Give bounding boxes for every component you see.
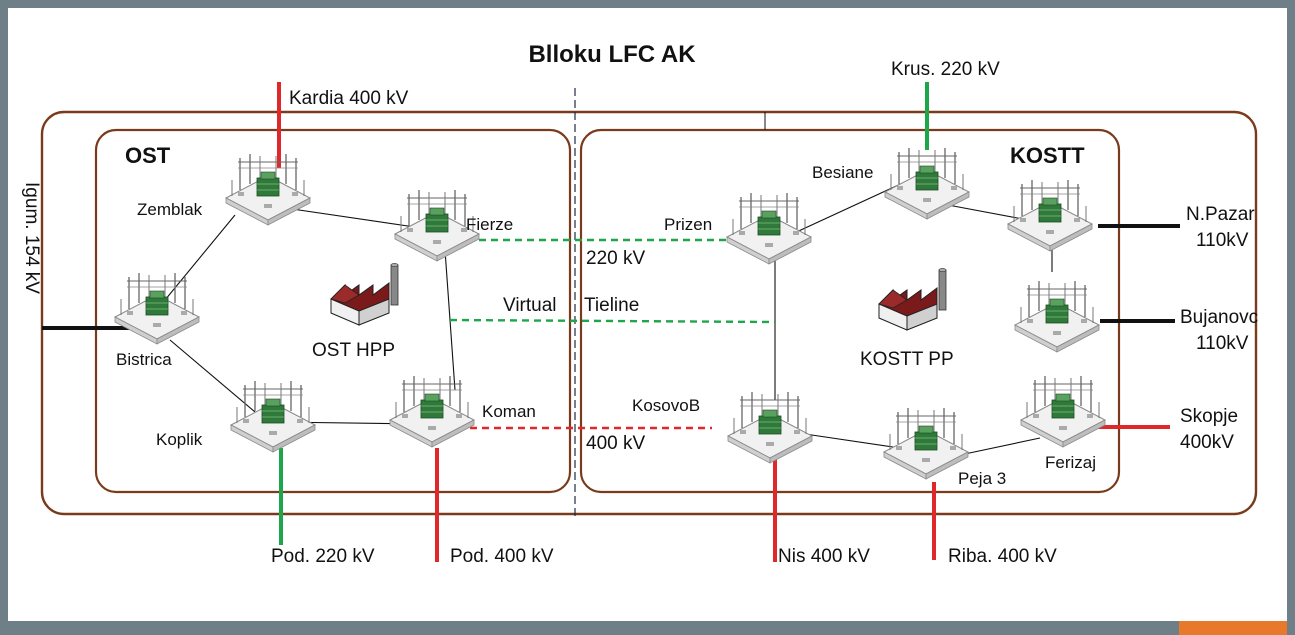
label-bistrica: Bistrica	[116, 350, 172, 369]
frame-bottom	[0, 621, 1295, 635]
label-skopje: Skopje	[1180, 406, 1238, 427]
label-tieline-220: 220 kV	[586, 248, 645, 269]
substation-prizen-icon	[726, 192, 812, 265]
substation-bistrica-icon	[114, 272, 200, 345]
label-virtual: Virtual	[503, 295, 557, 316]
label-besiane: Besiane	[812, 163, 873, 182]
area-label-kostt: KOSTT	[1010, 143, 1085, 168]
label-pod220: Pod. 220 kV	[271, 546, 375, 567]
lfc-block-boundary	[40, 110, 1258, 516]
label-kostt-pp: KOSTT PP	[860, 349, 954, 370]
label-koman: Koman	[482, 402, 536, 421]
substation-n2-icon	[1014, 280, 1100, 353]
label-krus: Krus. 220 kV	[891, 59, 1000, 80]
label-tieline-400: 400 kV	[586, 433, 645, 454]
label-kardia: Kardia 400 kV	[289, 88, 409, 109]
frame-right	[1287, 0, 1295, 635]
label-pod400: Pod. 400 kV	[450, 546, 554, 567]
label-peja3: Peja 3	[958, 469, 1006, 488]
label-bujanovc: Bujanovc	[1180, 307, 1258, 328]
label-npazar-kv: 110kV	[1196, 230, 1249, 251]
substation-peja3-icon	[883, 407, 969, 480]
label-koplik: Koplik	[156, 430, 203, 449]
label-igum: Igum. 154 kV	[21, 182, 42, 294]
label-bujanovc-kv: 110kV	[1196, 333, 1249, 354]
label-prizen: Prizen	[664, 215, 712, 234]
plant-ost-hpp-icon	[330, 262, 399, 326]
frame-left	[0, 0, 8, 635]
label-kosovob: KosovoB	[632, 396, 700, 415]
frame-accent	[1179, 621, 1287, 635]
substation-koplik-icon	[230, 380, 316, 453]
label-riba: Riba. 400 kV	[948, 546, 1057, 567]
substation-besiane-icon	[884, 147, 970, 220]
kostt-area-boundary	[579, 128, 1121, 494]
ost-area-boundary	[94, 128, 572, 494]
plant-kostt-pp-icon	[878, 267, 947, 331]
page-title: Blloku LFC AK	[528, 41, 696, 68]
label-ferizaj: Ferizaj	[1045, 453, 1096, 472]
label-skopje-kv: 400kV	[1180, 432, 1234, 453]
frame-top	[0, 0, 1295, 8]
label-npazar: N.Pazar	[1186, 204, 1255, 225]
area-label-ost: OST	[125, 143, 171, 168]
label-tieline: Tieline	[584, 295, 639, 316]
label-zemblak: Zemblak	[137, 200, 203, 219]
tieline-virtual	[449, 318, 776, 324]
label-fierze: Fierze	[466, 215, 513, 234]
label-ost-hpp: OST HPP	[312, 340, 395, 361]
substation-n1-icon	[1007, 179, 1093, 252]
substation-koman-icon	[389, 375, 475, 448]
label-nis: Nis 400 kV	[778, 546, 870, 567]
substation-zemblak-icon	[225, 153, 311, 226]
substation-ferizaj-icon	[1020, 375, 1106, 448]
kostt-internal-lines	[774, 181, 1053, 456]
substation-kosovob-icon	[727, 391, 813, 464]
